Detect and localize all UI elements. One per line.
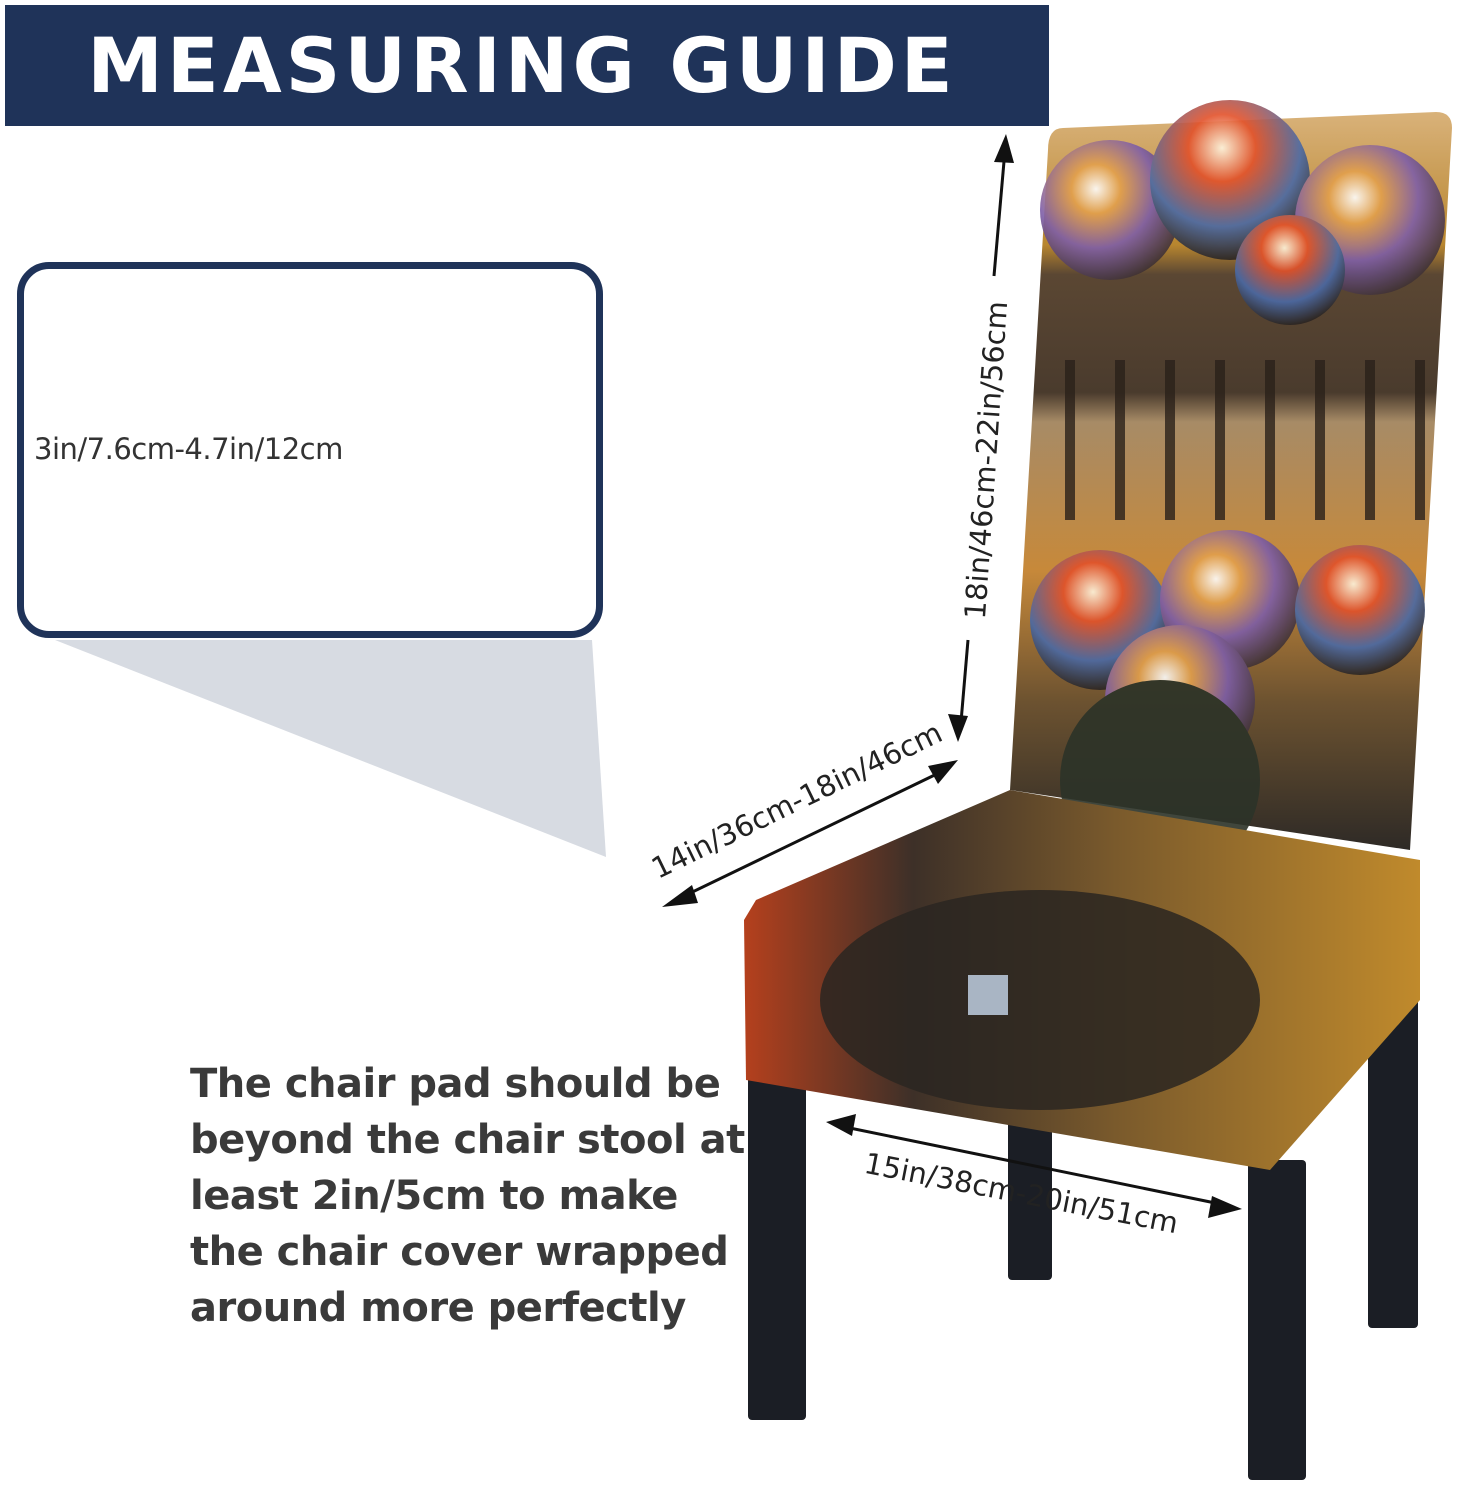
back-left-leg xyxy=(1008,1110,1052,1280)
chair-legs xyxy=(748,990,1418,1480)
front-left-leg xyxy=(748,1070,806,1420)
seat-arrow-left-icon xyxy=(826,1114,856,1136)
note-line: The chair pad should be xyxy=(190,1061,721,1107)
backrest-width-marker xyxy=(679,768,946,900)
header-banner: MEASURING GUIDE xyxy=(5,5,1049,126)
note-line: beyond the chair stool at xyxy=(190,1117,745,1163)
chair-pad-note: The chair pad should be beyond the chair… xyxy=(190,1056,745,1336)
note-line: the chair cover wrapped xyxy=(190,1229,729,1275)
back-right-leg xyxy=(1368,990,1418,1328)
seat-width-marker xyxy=(839,1124,1226,1207)
page-title: MEASURING GUIDE xyxy=(87,20,957,110)
front-right-leg xyxy=(1248,1160,1306,1480)
callout-shadow xyxy=(55,640,606,857)
backrest-stripes xyxy=(1065,360,1425,520)
width-arrow-left-icon xyxy=(662,885,698,907)
backrest-height-marker xyxy=(959,149,1007,723)
seat-highlight xyxy=(968,975,1008,1015)
width-arrow-right-icon xyxy=(928,760,958,784)
pad-thickness-label: 3in/7.6cm-4.7in/12cm xyxy=(34,432,343,466)
height-arrow-up-icon xyxy=(994,134,1014,163)
callout-box xyxy=(17,262,603,638)
height-arrow-down-icon xyxy=(948,714,968,742)
note-line: around more perfectly xyxy=(190,1285,686,1331)
note-line: least 2in/5cm to make xyxy=(190,1173,678,1219)
seat-arrow-right-icon xyxy=(1208,1196,1242,1218)
seat-pattern xyxy=(820,890,1260,1110)
